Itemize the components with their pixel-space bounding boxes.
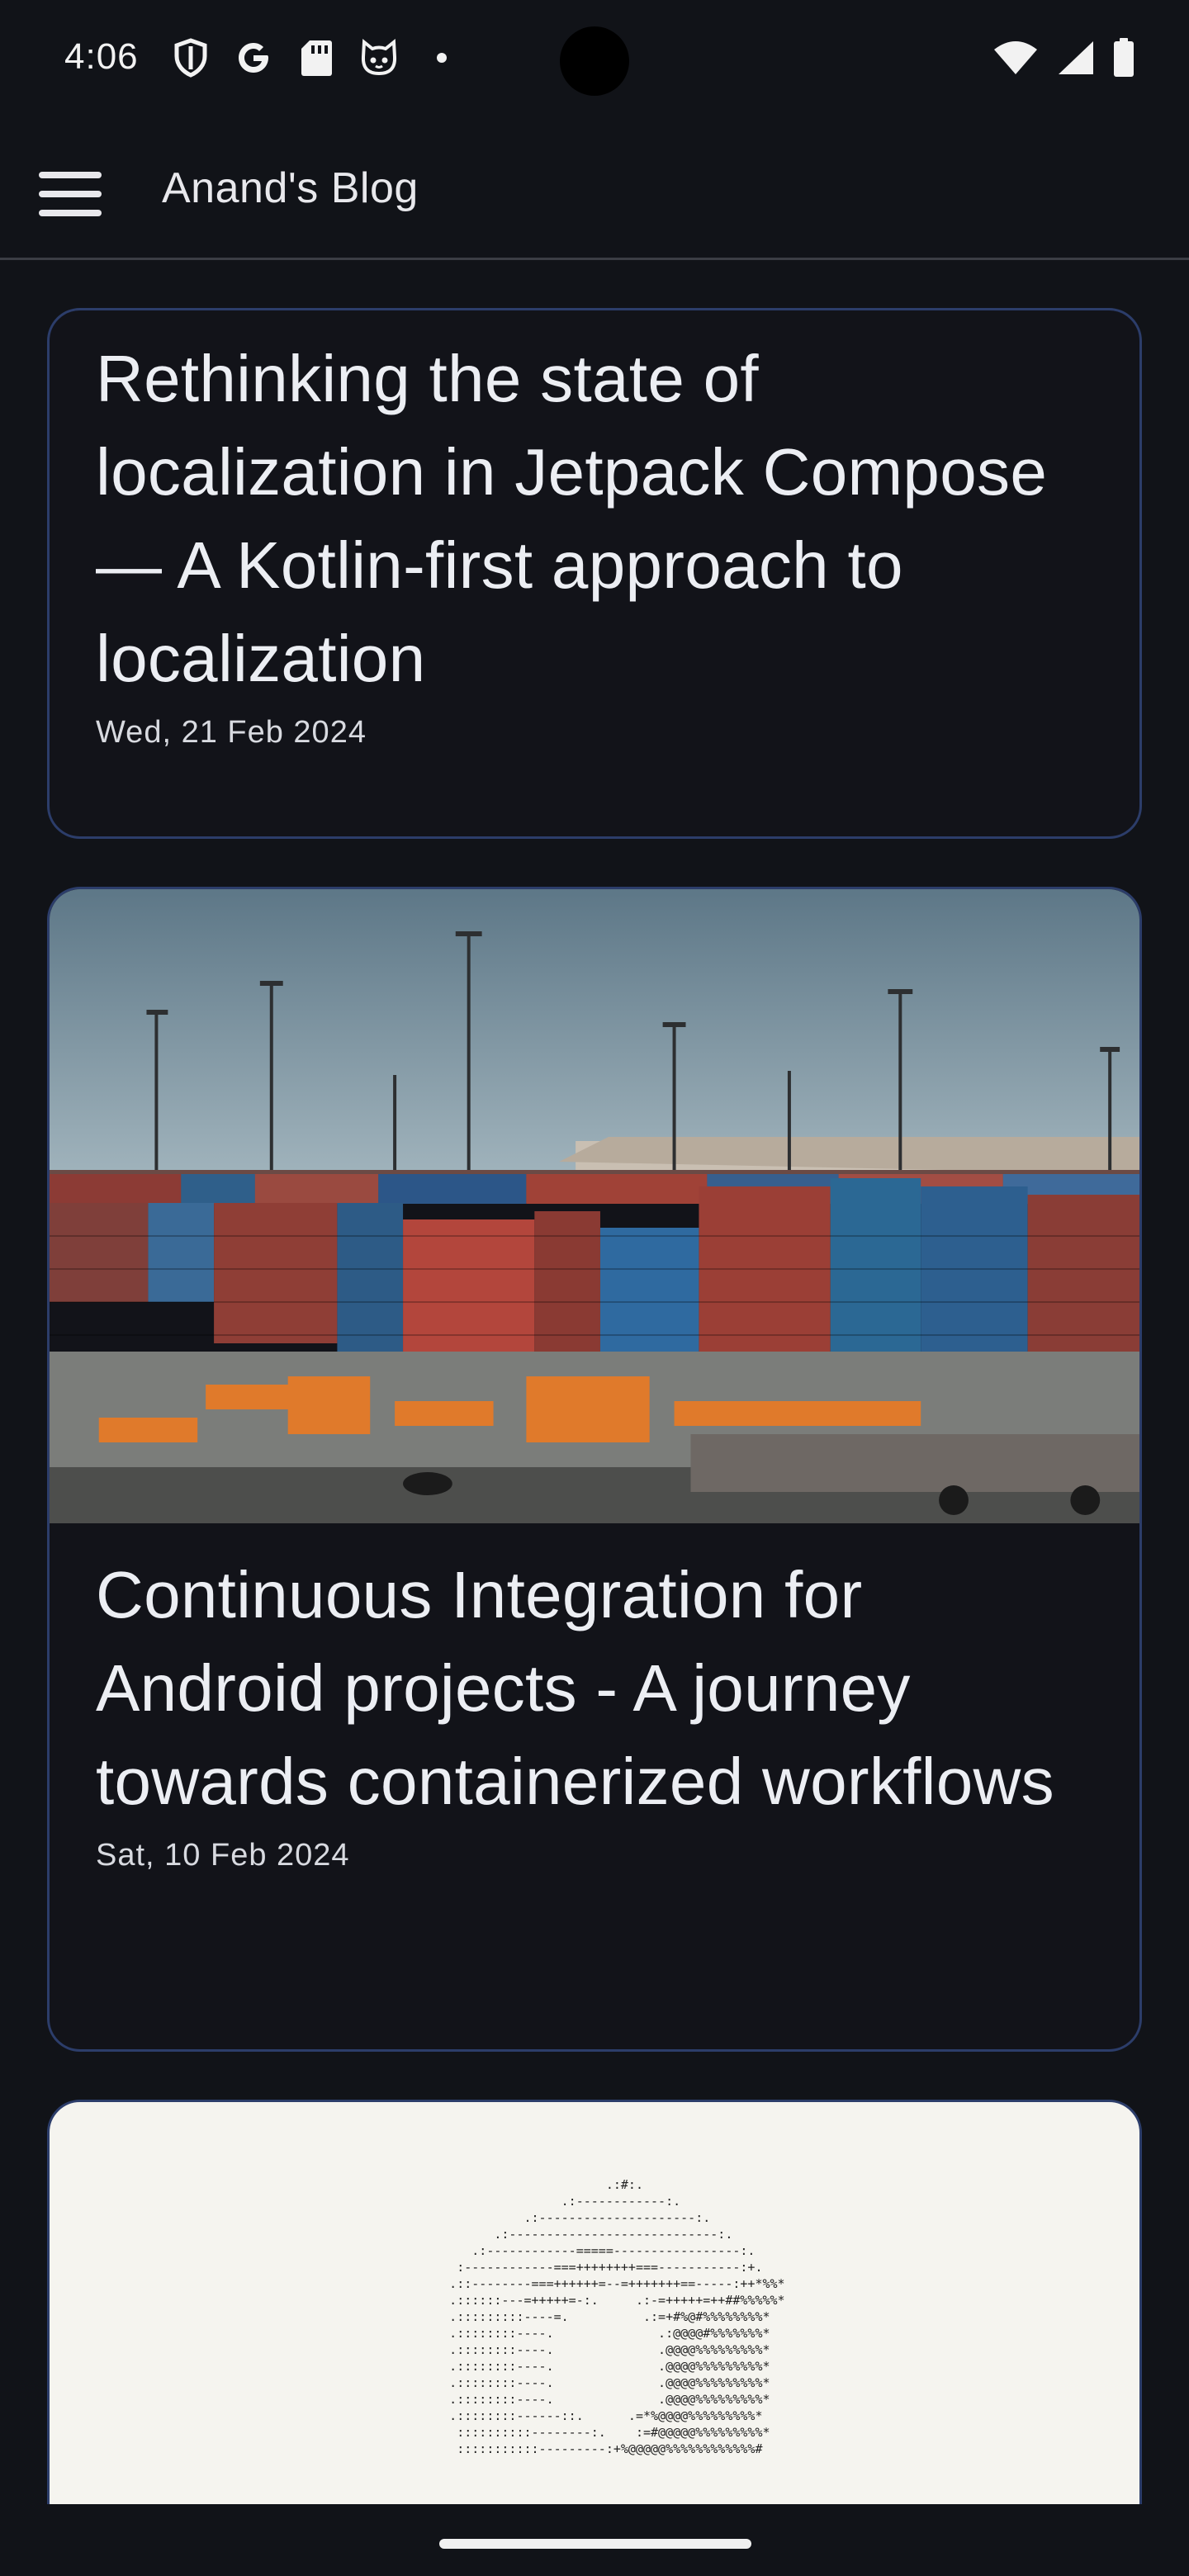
post-card[interactable]: .:#:. .:------------:. .:---------------… [47,2100,1142,2576]
post-card-body: Rethinking the state of localization in … [50,310,1139,751]
post-date: Sat, 10 Feb 2024 [96,1838,350,1873]
status-bar: 4:06 [0,0,1189,124]
shipping-container-port-image [50,889,1139,1523]
home-gesture-handle[interactable] [439,2539,751,2549]
post-title: Rethinking the state of localization in … [96,342,1048,695]
status-system-icons [992,38,1135,82]
app-title: Anand's Blog [162,164,419,212]
dot-icon [421,37,462,78]
battery-icon [1113,38,1135,82]
sd-card-icon [296,37,337,78]
signal-icon [1057,40,1095,80]
post-title: Continuous Integration for Android proje… [96,1558,1054,1818]
post-card[interactable]: Continuous Integration for Android proje… [47,887,1142,2052]
status-time: 4:06 [64,36,139,77]
wifi-icon [992,40,1039,80]
post-card[interactable]: Rethinking the state of localization in … [47,308,1142,839]
google-icon [233,37,274,78]
gesture-navigation-bar [0,2504,1189,2576]
cat-face-icon [358,37,400,78]
status-notification-icons [170,36,462,79]
camera-cutout [560,26,629,96]
ascii-art-image: .:#:. .:------------:. .:---------------… [449,2177,785,2456]
shield-icon [170,37,211,78]
post-card-body: Continuous Integration for Android proje… [50,1523,1139,1873]
hamburger-menu-icon [39,172,102,216]
post-date: Wed, 21 Feb 2024 [96,715,367,750]
navigation-menu-button[interactable] [33,157,107,231]
top-app-bar: Anand's Blog [0,124,1189,260]
